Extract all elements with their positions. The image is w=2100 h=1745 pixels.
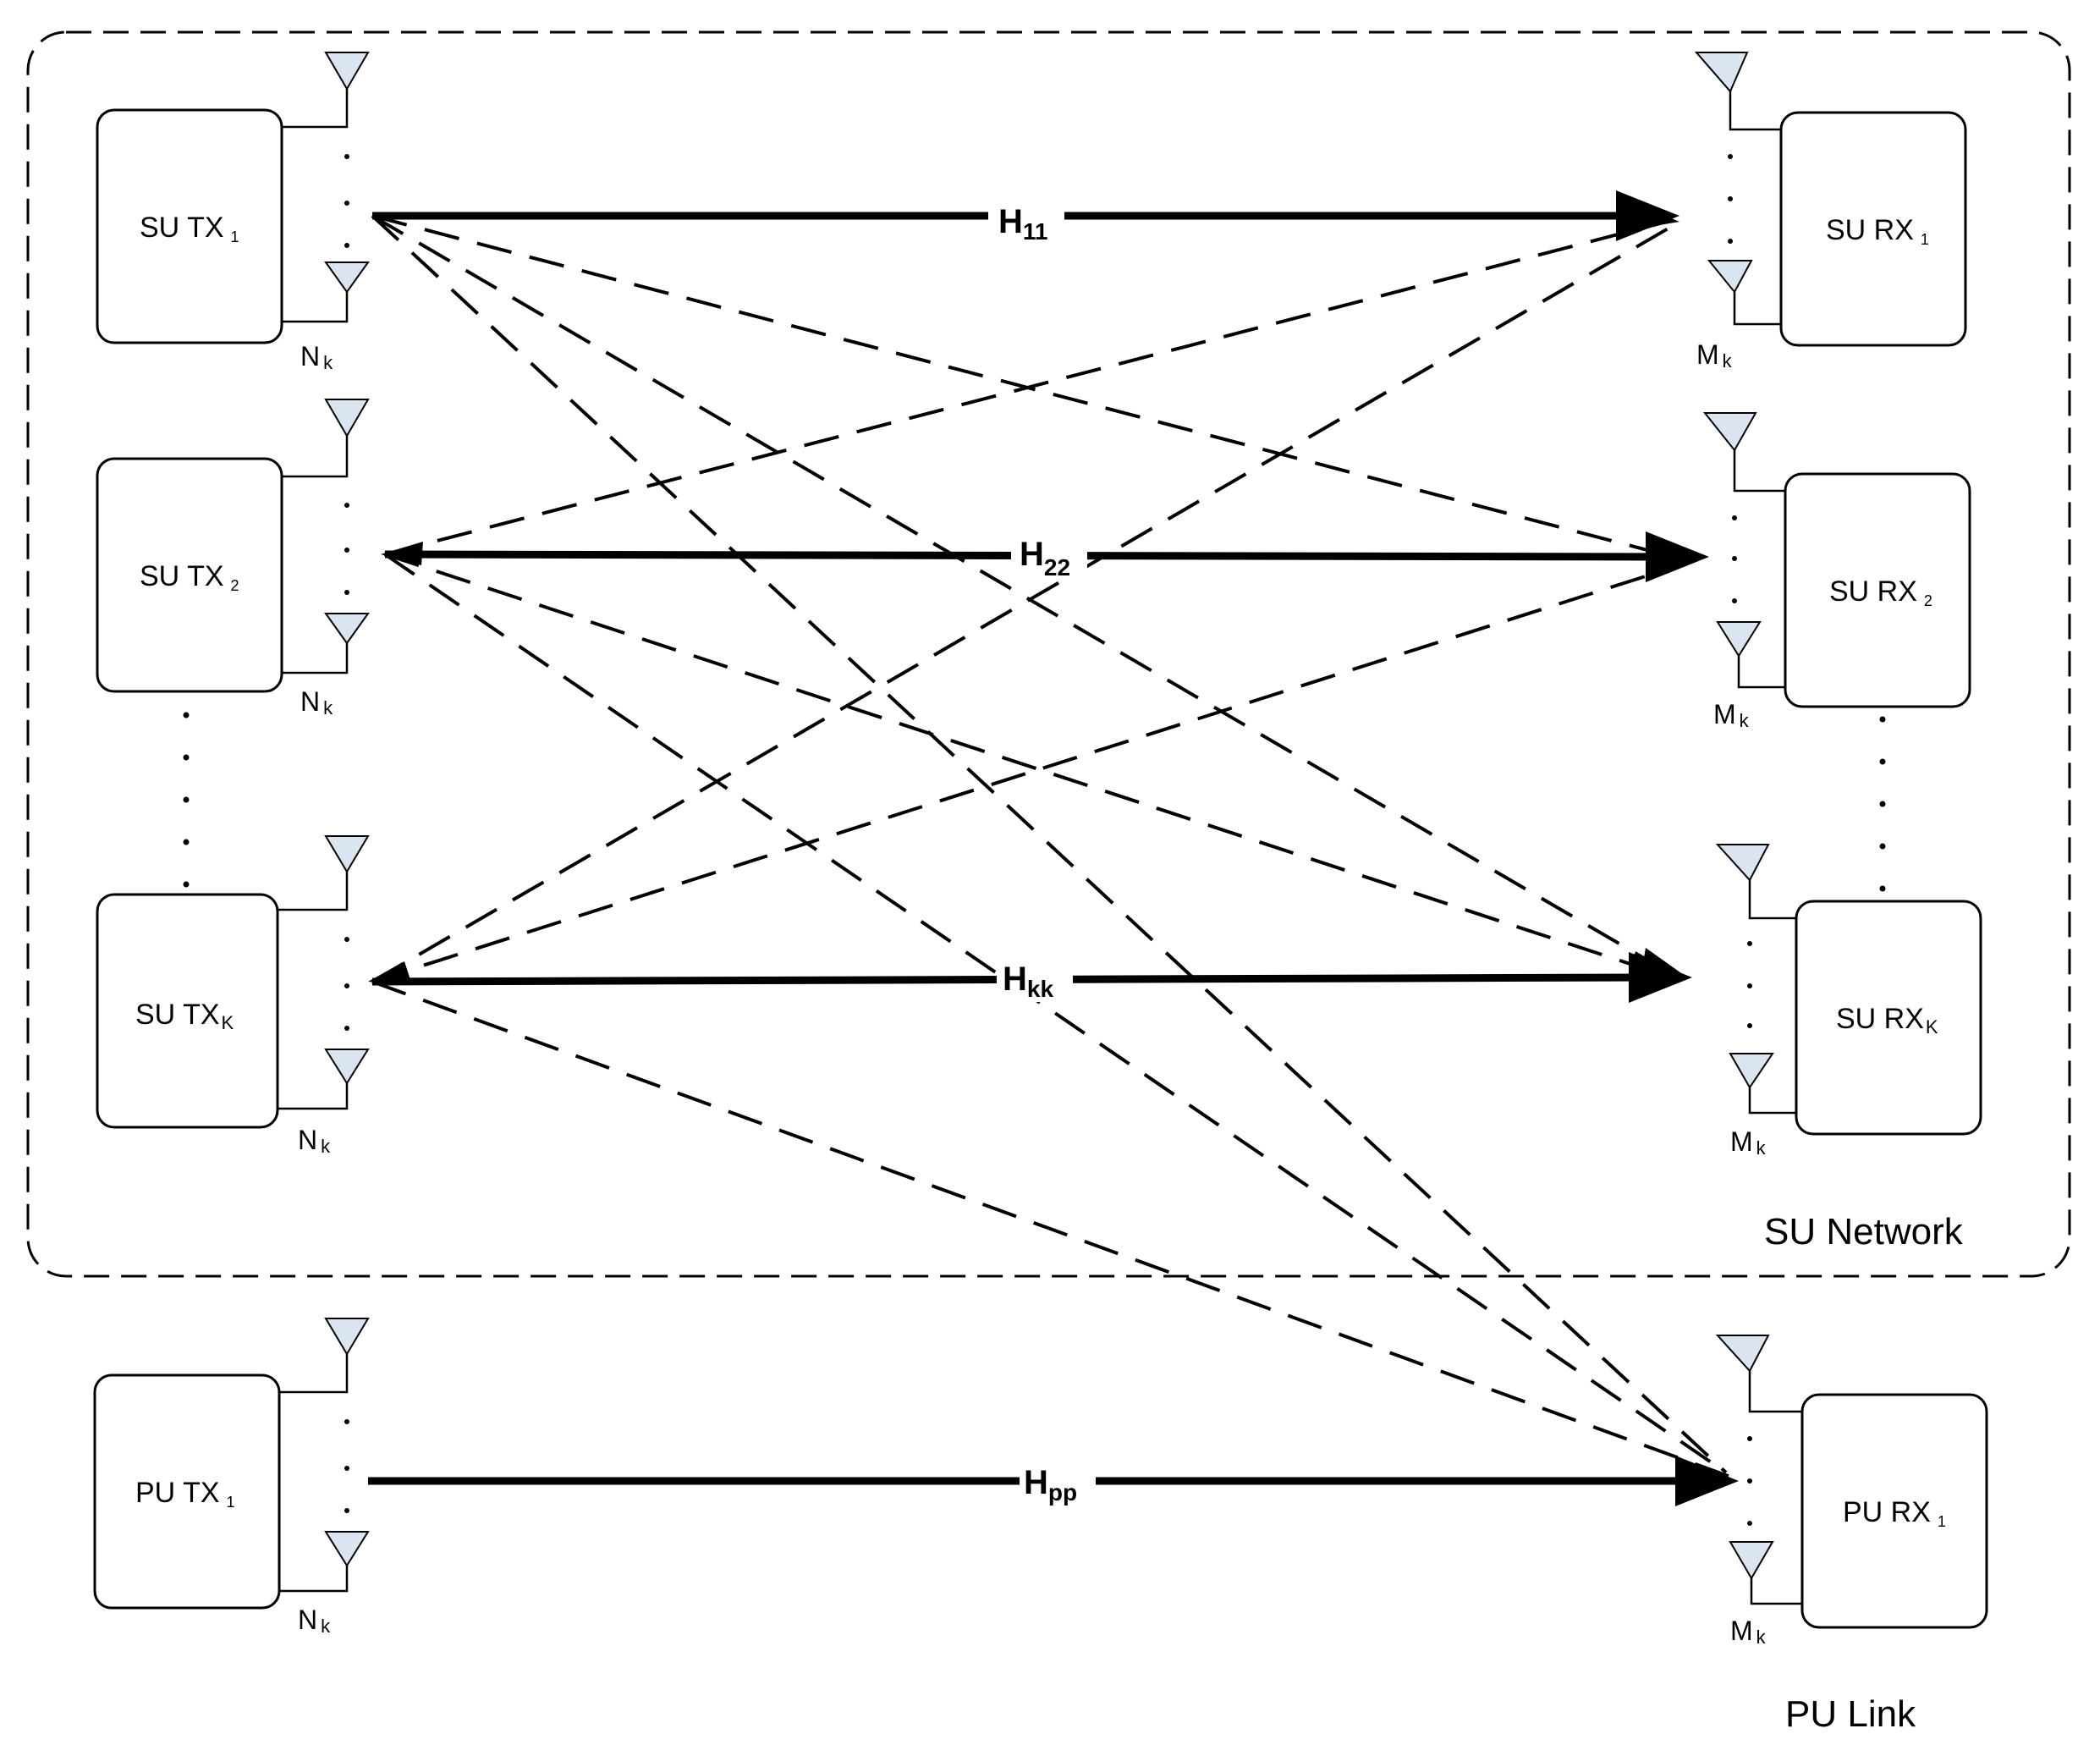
su-network-frame [26,30,2071,1278]
rx-ellipsis [1879,716,1886,892]
su-tx-1-box [96,108,283,344]
antenna-icon [324,1318,370,1356]
interference-tx2-rx1 [384,220,1668,556]
antenna-icon [1715,844,1770,882]
label-h22: H22 [1020,536,1070,581]
arrowhead-into-rx2 [1650,542,1688,567]
interference-links [371,214,1731,1478]
antenna-icon [324,1531,370,1567]
antenna-icon [324,399,370,438]
arrowhead-into-rxk [1641,948,1684,975]
antenna-icon [324,613,370,645]
su-tx-2-box [96,457,283,693]
pu-link-label: PU Link [1785,1693,1916,1735]
label-hkk: Hkk [1003,961,1053,1002]
su-rx-k-box [1795,900,1982,1136]
antenna-icon [1729,1053,1774,1089]
antenna-icon [1694,52,1749,93]
su-rx-2-box [1784,472,1971,708]
interference-txk-rx2 [371,561,1689,983]
antenna-icon [324,835,370,873]
su-tx-k-box [96,893,279,1129]
antenna-icon [1729,1541,1774,1580]
su-rx-1-box [1779,111,1967,347]
antenna-icon [1707,260,1753,294]
antenna-icon [1715,1335,1770,1373]
arrowhead-into-tx2 [381,542,423,565]
interference-txk-pu [371,980,1731,1478]
arrowhead-into-txk [368,961,412,985]
tx-ellipsis [183,712,190,888]
interference-tx1-rxk [371,214,1664,971]
pu-tx-1-box [93,1373,281,1610]
interference-tx2-pu [383,553,1728,1474]
antenna-icon [1716,621,1762,658]
pu-rx-1-box [1800,1393,1988,1629]
su-tx-k-label: SU TXK [135,999,234,1033]
antenna-icon [324,52,370,91]
label-hpp: Hpp [1024,1464,1077,1506]
interference-tx1-pu [371,214,1728,1474]
label-h11: H11 [998,203,1048,245]
antenna-icon [1702,412,1757,452]
interference-tx2-rxk [384,553,1659,975]
antenna-icon [324,261,370,294]
su-rx-k-label: SU RXK [1836,1003,1938,1038]
arrowhead-hpp [1675,1456,1739,1506]
interference-txk-rx1 [371,225,1673,983]
su-network-label: SU Network [1764,1211,1964,1252]
link-labels: H11 H22 Hkk Hpp [988,196,1096,1506]
antenna-icon [324,1049,370,1085]
arrowhead-h11-tip [1616,190,1679,241]
